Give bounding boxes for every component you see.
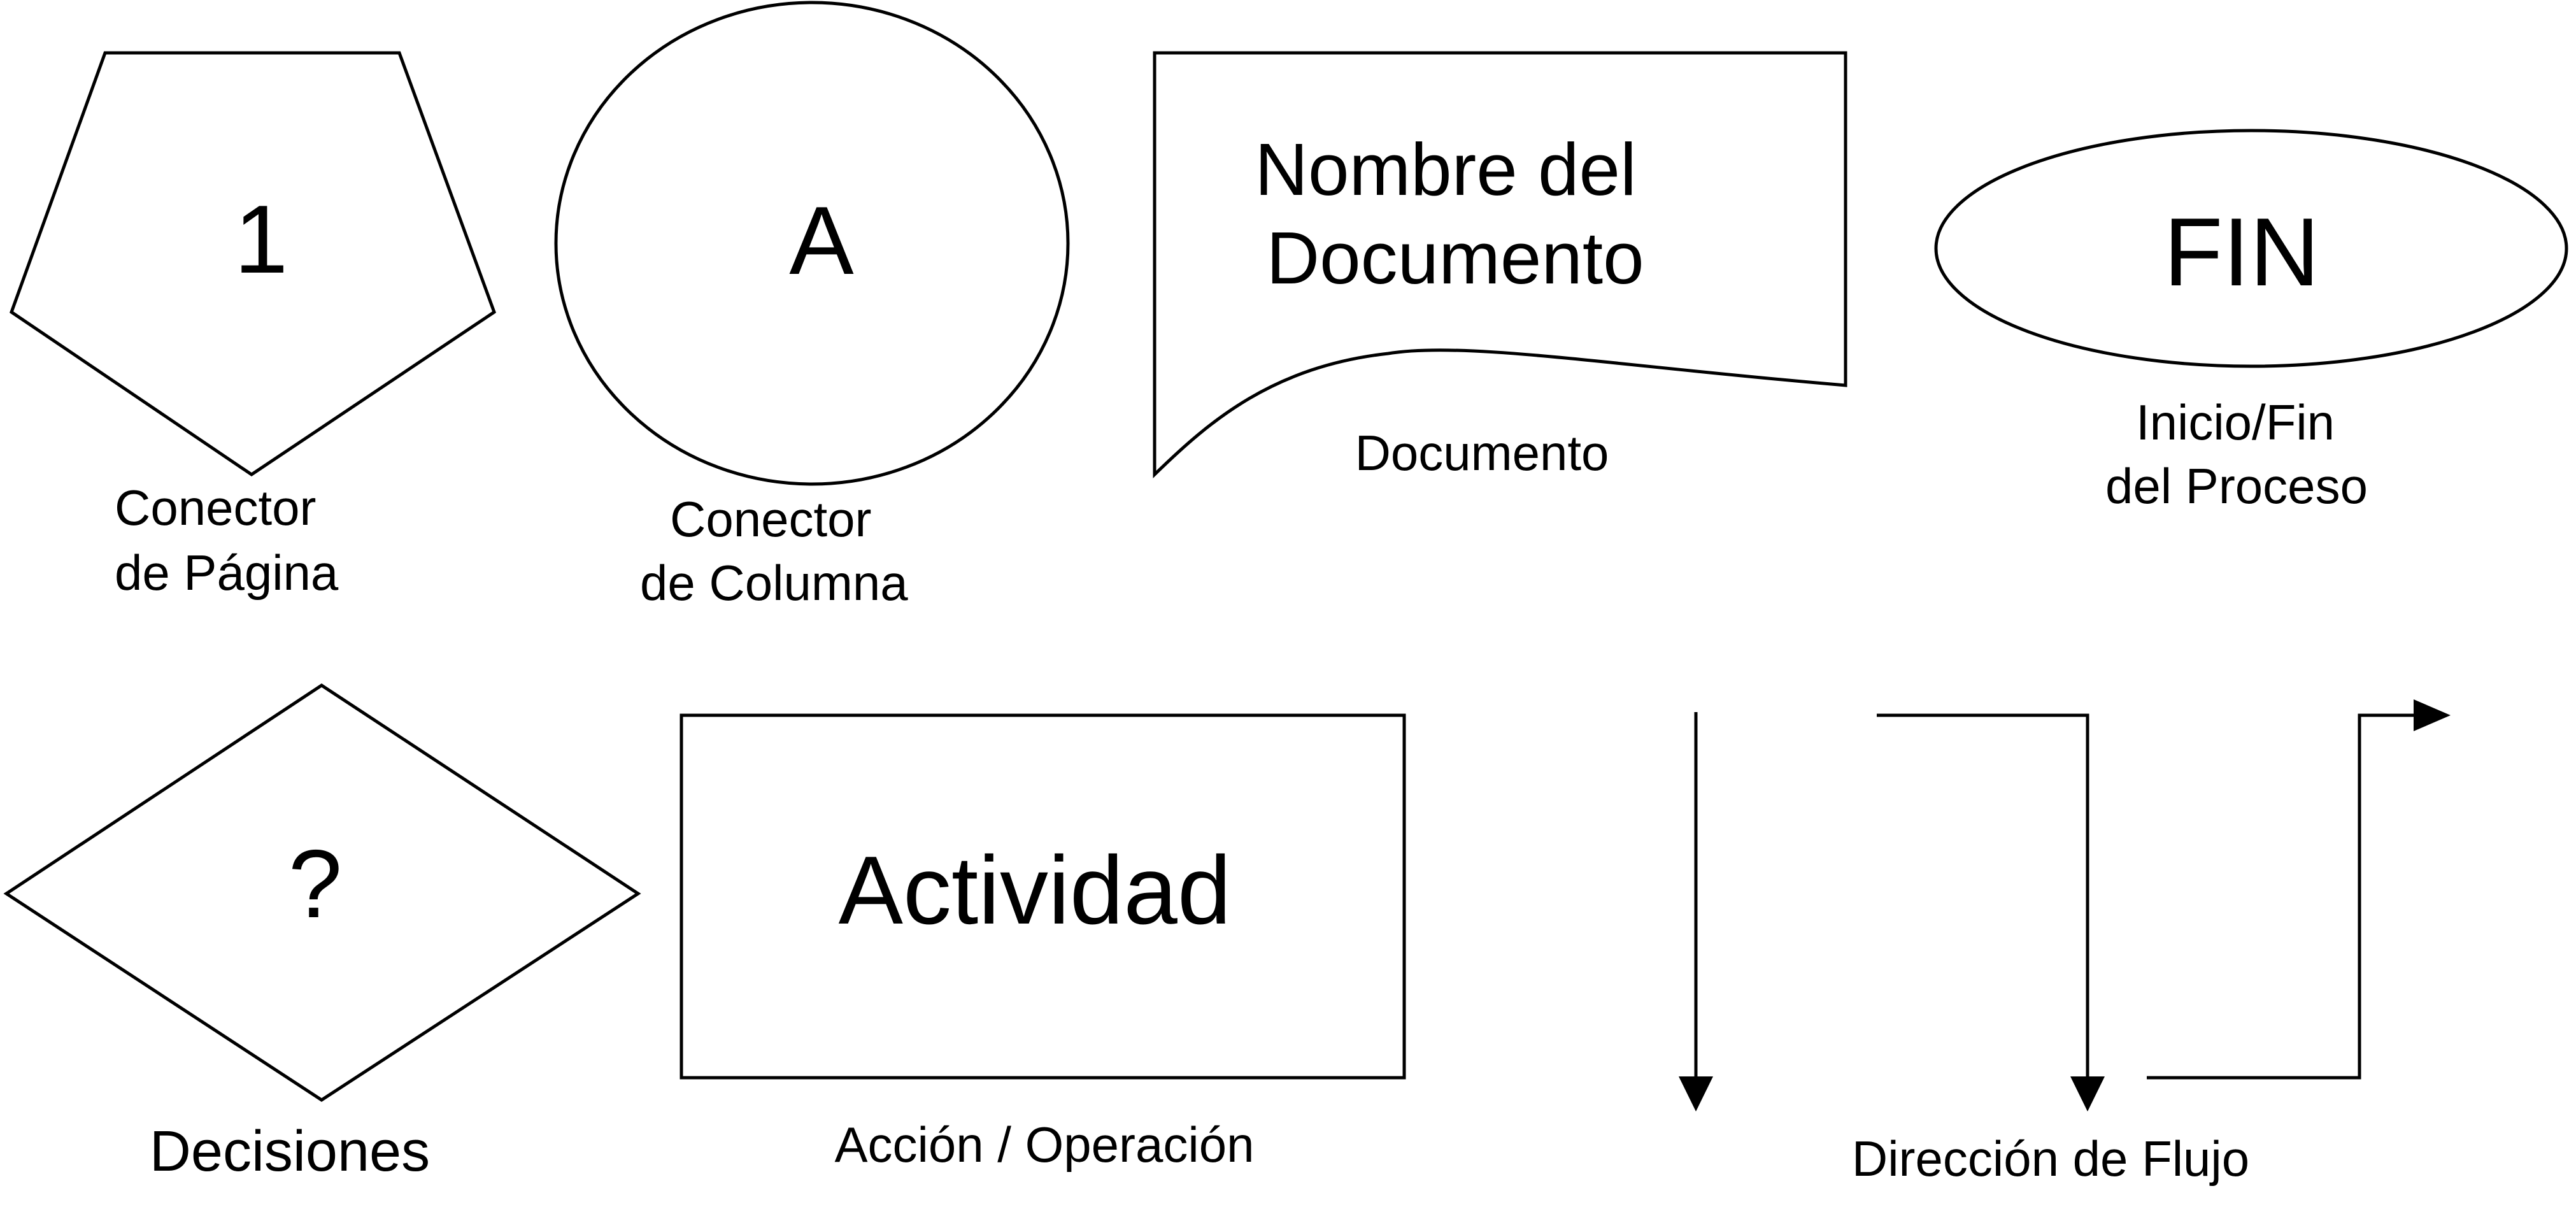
flow-arrow-right-up-right xyxy=(2147,699,2451,1080)
flow-direction-symbols: Dirección de Flujo xyxy=(1679,699,2451,1187)
decision-symbol-mark: ? xyxy=(288,830,343,938)
decision-symbol: ? Decisiones xyxy=(3,683,641,1183)
document-name-line2: Documento xyxy=(1266,217,1644,299)
page-connector-pentagon xyxy=(9,51,497,477)
page-connector-number: 1 xyxy=(234,185,288,294)
column-connector-circle xyxy=(554,1,1070,486)
document-caption: Documento xyxy=(1355,425,1609,481)
column-connector-caption-line2: de Columna xyxy=(640,555,908,611)
terminator-symbol: FIN Inicio/Fin del Proceso xyxy=(1934,129,2568,514)
arrow-down-head xyxy=(1679,1076,1713,1111)
column-connector-caption-line1: Conector xyxy=(670,491,872,547)
flow-arrow-down xyxy=(1679,712,1713,1111)
decision-diamond xyxy=(3,683,641,1102)
terminator-caption-line2: del Proceso xyxy=(2105,458,2368,514)
page-connector-caption-line2: de Página xyxy=(115,545,339,601)
page-connector-symbol: 1 Conector de Página xyxy=(9,51,497,601)
column-connector-symbol: A Conector de Columna xyxy=(554,1,1070,611)
activity-caption: Acción / Operación xyxy=(834,1117,1254,1173)
terminator-label: FIN xyxy=(2164,198,2320,306)
terminator-ellipse xyxy=(1934,129,2568,368)
document-name-line1: Nombre del xyxy=(1255,128,1637,211)
arrow-right-head xyxy=(2414,699,2451,731)
activity-symbol: Actividad Acción / Operación xyxy=(680,713,1406,1173)
terminator-caption-line1: Inicio/Fin xyxy=(2136,394,2335,450)
activity-label: Actividad xyxy=(839,836,1232,945)
document-symbol: Nombre del Documento Documento xyxy=(1153,51,1847,481)
flow-direction-caption: Dirección de Flujo xyxy=(1852,1131,2249,1187)
activity-rectangle xyxy=(680,713,1406,1080)
column-connector-letter: A xyxy=(789,187,854,295)
flow-arrow-right-down xyxy=(1877,713,2105,1111)
page-connector-caption-line1: Conector xyxy=(115,480,317,536)
decision-caption: Decisiones xyxy=(150,1120,430,1183)
arrow-right-down-head xyxy=(2070,1076,2105,1111)
document-shape xyxy=(1153,51,1847,478)
